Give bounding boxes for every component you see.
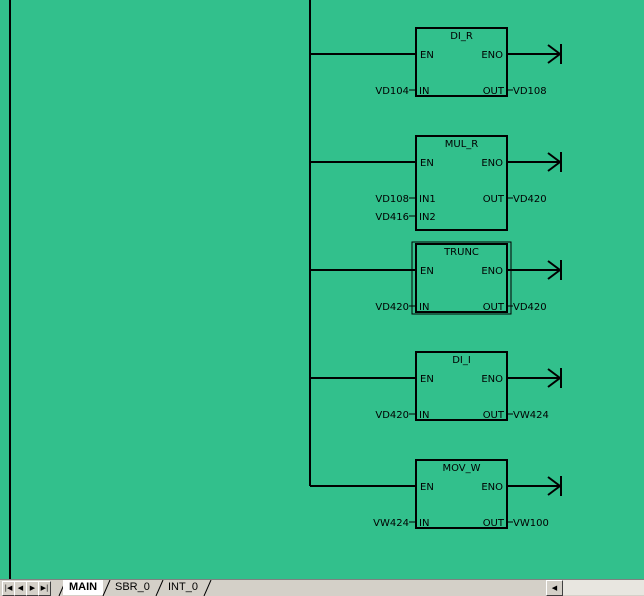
en-pin-label: EN — [420, 266, 434, 277]
output-pin-label: OUT — [483, 410, 505, 421]
scroll-left-button[interactable]: ◀ — [546, 580, 563, 596]
output-pin-label: OUT — [483, 518, 505, 529]
function-block-di-r[interactable]: DI_R EN ENO VD104 IN OUT VD108 — [310, 27, 562, 97]
output-operand: VW424 — [513, 410, 549, 421]
output-operand: VD420 — [513, 194, 547, 205]
output-pin-label: OUT — [483, 86, 505, 97]
block-name: MUL_R — [445, 139, 479, 150]
output-pin-label: OUT — [483, 194, 505, 205]
tab-divider — [102, 580, 111, 596]
function-block-trunc[interactable]: TRUNC EN ENO VD420 IN OUT VD420 — [310, 241, 562, 315]
input-pin-label: IN — [419, 86, 429, 97]
block-name: DI_R — [450, 31, 473, 42]
output-operand: VW100 — [513, 518, 549, 529]
eno-pin-label: ENO — [481, 50, 503, 61]
input-operand: VD420 — [375, 302, 409, 313]
input-operand: VD104 — [375, 86, 409, 97]
tab-sbr-0[interactable]: SBR_0 — [115, 581, 150, 593]
block-box — [415, 351, 508, 421]
en-pin-label: EN — [420, 158, 434, 169]
block-selection-frame — [411, 241, 512, 315]
block-box — [415, 459, 508, 529]
function-block-di-i[interactable]: DI_I EN ENO VD420 IN OUT VW424 — [310, 351, 562, 421]
input-operand: VD108 — [375, 194, 409, 205]
tab-last-button[interactable]: ▶| — [38, 581, 51, 596]
input-pin-label: IN1 — [419, 194, 436, 205]
en-pin-label: EN — [420, 374, 434, 385]
input-pin-label: IN — [419, 518, 429, 529]
block-name: TRUNC — [443, 247, 479, 258]
input-pin-label: IN2 — [419, 212, 436, 223]
block-name: MOV_W — [442, 463, 480, 474]
bottom-tab-bar: |◀ ◀ ▶ ▶| MAIN SBR_0 INT_0 ◀ — [0, 579, 644, 596]
block-name: DI_I — [452, 355, 471, 366]
eno-pin-label: ENO — [481, 374, 503, 385]
power-rail-margin — [0, 0, 11, 579]
block-box — [415, 243, 508, 313]
en-pin-label: EN — [420, 482, 434, 493]
input-operand: VW424 — [373, 518, 409, 529]
input-operand: VD420 — [375, 410, 409, 421]
input-pin-label: IN — [419, 302, 429, 313]
eno-pin-label: ENO — [481, 158, 503, 169]
block-box — [415, 27, 508, 97]
en-pin-label: EN — [420, 50, 434, 61]
output-operand: VD420 — [513, 302, 547, 313]
eno-pin-label: ENO — [481, 482, 503, 493]
output-operand: VD108 — [513, 86, 547, 97]
horizontal-scrollbar[interactable]: ◀ — [546, 580, 644, 596]
tab-int-0[interactable]: INT_0 — [168, 581, 198, 593]
output-pin-label: OUT — [483, 302, 505, 313]
tab-divider — [203, 580, 212, 596]
input-pin-label: IN — [419, 410, 429, 421]
block-box — [415, 135, 508, 231]
tab-main[interactable]: MAIN — [63, 580, 104, 595]
eno-pin-label: ENO — [481, 266, 503, 277]
function-block-mov-w[interactable]: MOV_W EN ENO VW424 IN OUT VW100 — [310, 459, 562, 529]
input-operand: VD416 — [375, 212, 409, 223]
tab-divider — [155, 580, 164, 596]
